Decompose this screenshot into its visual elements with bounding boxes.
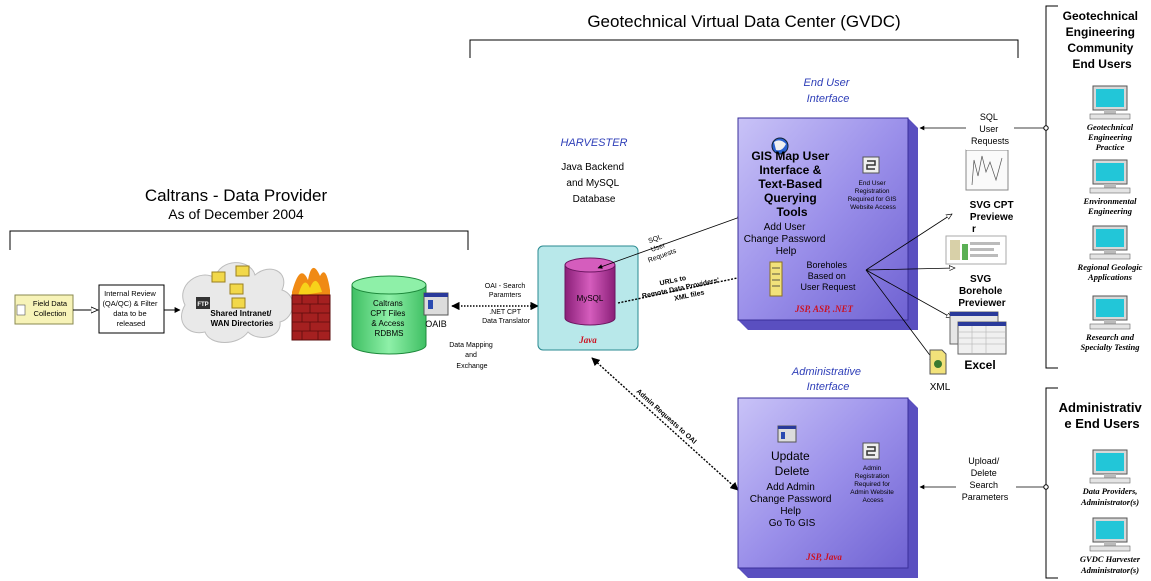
svg-cpt-preview-thumb: [965, 149, 1009, 191]
community-bracket: [1045, 5, 1058, 579]
caltrans-subtitle: As of December 2004: [168, 206, 304, 222]
folder-icon: [235, 265, 250, 277]
community-requests-label-bg: [966, 110, 1014, 150]
field-data-label-1: Field Data: [33, 299, 68, 308]
document-stack-icon: [769, 261, 783, 297]
user-group-label: Administrator(s): [1080, 497, 1139, 507]
user-group-label: GVDC Harvester: [1080, 554, 1141, 564]
internal-review-text: Internal Review (QA/QC) & Filter data to…: [102, 289, 159, 328]
document-icon: [16, 304, 26, 316]
admin-users-list: Data Providers,Administrator(s)GVDC Harv…: [1080, 449, 1141, 575]
svg-borehole-preview-thumb: [945, 235, 1007, 265]
firewall-icon: [291, 267, 331, 341]
svg-text:FTP: FTP: [197, 302, 208, 308]
admin-actions-main: Update Delete: [771, 449, 813, 478]
admin-window-icon: [777, 425, 797, 443]
computer-icon: [1089, 295, 1131, 330]
ftp-icon: [196, 297, 210, 309]
computer-icon: [1089, 449, 1131, 484]
community-heading: Geotechnical Engineering Community End U…: [1063, 9, 1142, 71]
user-group-label: Environmental: [1083, 196, 1138, 206]
user-group-label: Regional Geologic: [1077, 262, 1143, 272]
harvester-lang: Java: [578, 335, 597, 345]
caltrans-bracket: [9, 230, 469, 250]
end-user-interface-heading: End User Interface: [804, 77, 853, 105]
svg-text:OAIB: OAIB: [425, 319, 447, 329]
admin-requests-arrow: [591, 357, 739, 491]
data-mapping-label: Data Mapping and Exchange: [449, 342, 495, 370]
output-arrows: [865, 214, 955, 362]
xml-label: XML: [930, 382, 951, 393]
community-requests-node: [1043, 125, 1049, 131]
registration-icon: [862, 156, 880, 174]
caltrans-title: Caltrans - Data Provider: [145, 186, 328, 205]
admin-registration: Admin Registration Required for Admin We…: [850, 465, 895, 504]
harvester-box: MySQL Java: [537, 245, 639, 351]
boreholes-label: Boreholes Based on User Request: [800, 260, 856, 292]
harvester-description: Java Backend and MySQL Database: [561, 162, 627, 205]
admin-actions-secondary: Add Admin Change Password Help Go To GIS: [750, 482, 835, 529]
gvdc-bracket: [469, 39, 1019, 58]
user-group-item: Data Providers,Administrator(s): [1080, 449, 1139, 507]
admin-interface-heading: Administrative Interface: [791, 366, 864, 393]
shared-dirs-label: Shared Intranet/ WAN Directories: [210, 309, 273, 328]
end-user-menu: Add User Change Password Help: [744, 222, 829, 257]
computer-icon: [1089, 159, 1131, 194]
computer-icon: [1089, 517, 1131, 552]
admin-upload-label: Upload/ Delete Search Parameters: [962, 456, 1009, 502]
user-group-label: Research and: [1085, 332, 1135, 342]
community-users-list: GeotechnicalEngineeringPracticeEnvironme…: [1077, 85, 1143, 352]
user-group-label: Practice: [1096, 142, 1125, 152]
end-user-registration: End User Registration Required for GIS W…: [848, 180, 899, 211]
shared-directories-cloud: FTP Shared Intranet/ WAN Directories: [181, 262, 294, 343]
svg-cpt-label: SVG CPT Previewe r: [970, 200, 1017, 235]
admin-interface-box: Update Delete Add Admin Change Password …: [737, 397, 918, 578]
excel-preview-thumb: [949, 311, 1007, 355]
gis-title: GIS Map User Interface & Text-Based Quer…: [751, 149, 832, 219]
oai-search-label: OAI - Search Paramters .NET CPT Data Tra…: [482, 283, 531, 325]
folder-icon: [229, 283, 244, 295]
oaib-window-icon: OAIB: [423, 292, 449, 329]
computer-icon: [1089, 225, 1131, 260]
user-group-label: Engineering: [1087, 206, 1133, 216]
urls-label: URLs to Remote Data Providers' XML files: [640, 268, 724, 309]
admin-upload-label-bg: [956, 454, 1016, 506]
harvester-title: HARVESTER: [560, 137, 627, 149]
user-group-label: Engineering: [1087, 132, 1133, 142]
end-user-interface-box: GIS Map User Interface & Text-Based Quer…: [737, 117, 918, 330]
folder-icon: [211, 271, 226, 283]
user-group-label: Administrator(s): [1080, 565, 1139, 575]
mysql-label: MySQL: [577, 294, 604, 303]
admin-registration-icon: [862, 442, 880, 460]
gvdc-title: Geotechnical Virtual Data Center (GVDC): [587, 12, 900, 31]
field-data-label-2: Collection: [34, 309, 67, 318]
field-data-collection-box: Field Data Collection: [14, 294, 74, 325]
caltrans-db-label: Caltrans CPT Files & Access RDBMS: [370, 299, 407, 338]
excel-label: Excel: [964, 358, 995, 372]
xml-document-icon: [929, 349, 947, 375]
computer-icon: [1089, 85, 1131, 120]
admin-users-heading: Administrativ e End Users: [1059, 400, 1146, 431]
folder-icon: [231, 297, 246, 309]
sql-requests-arrow: [597, 216, 741, 269]
sql-requests-label: SQL User Requests: [641, 231, 678, 265]
community-requests-label: SQL User Requests: [971, 112, 1010, 146]
svg-borehole-label: SVG Borehole Previewer: [958, 274, 1005, 309]
user-group-label: Geotechnical: [1087, 122, 1134, 132]
user-group-label: Data Providers,: [1082, 486, 1138, 496]
admin-requests-label: Admin Requests to OAI: [635, 388, 698, 446]
internal-review-box: Internal Review (QA/QC) & Filter data to…: [98, 284, 165, 334]
user-group-label: Specialty Testing: [1081, 342, 1141, 352]
user-group-label: Applications: [1087, 272, 1133, 282]
end-user-tech: JSP, ASP, .NET: [794, 304, 854, 314]
admin-tech: JSP, Java: [805, 552, 842, 562]
caltrans-database: Caltrans CPT Files & Access RDBMS: [351, 275, 427, 355]
admin-upload-node: [1043, 484, 1049, 490]
